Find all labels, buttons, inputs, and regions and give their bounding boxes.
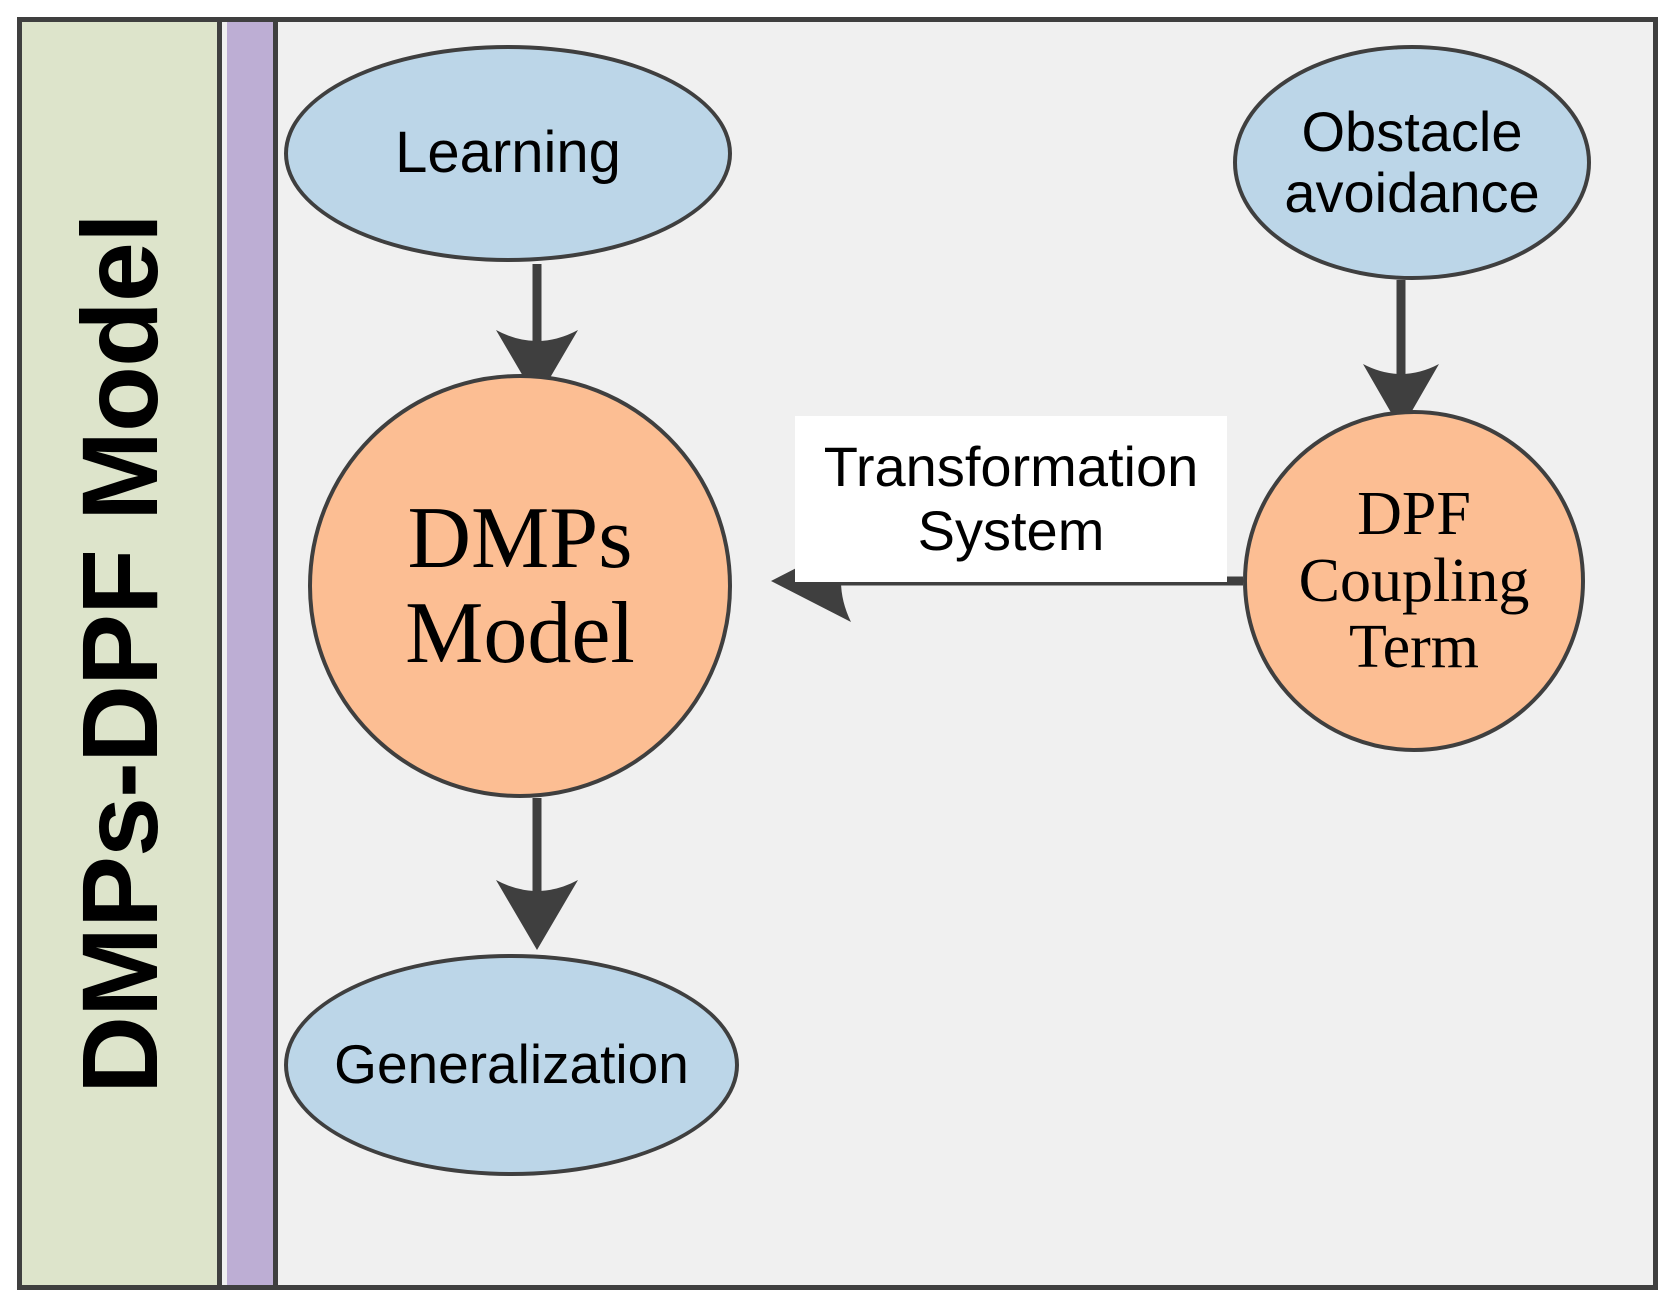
edge-dmps-to-generalization bbox=[496, 798, 578, 950]
node-dmps-model-label: DMPs Model bbox=[405, 489, 635, 682]
sidebar-purple-band bbox=[227, 22, 278, 1285]
edge-label-transformation-system: Transformation System bbox=[795, 416, 1227, 582]
node-generalization-label: Generalization bbox=[334, 1033, 689, 1096]
sidebar-green-band bbox=[22, 22, 222, 1285]
node-obstacle-avoidance-label: Obstacle avoidance bbox=[1284, 100, 1540, 224]
node-dmps-model[interactable]: DMPs Model bbox=[308, 374, 732, 798]
node-generalization[interactable]: Generalization bbox=[284, 954, 739, 1176]
node-dpf-coupling-term[interactable]: DPF Coupling Term bbox=[1243, 410, 1585, 752]
node-obstacle-avoidance[interactable]: Obstacle avoidance bbox=[1233, 45, 1591, 280]
node-learning-label: Learning bbox=[395, 120, 621, 186]
node-dpf-coupling-term-label: DPF Coupling Term bbox=[1298, 479, 1530, 682]
edge-label-transformation-system-text: Transformation System bbox=[823, 434, 1199, 562]
edge-obstacle-to-dpf bbox=[1363, 280, 1439, 430]
node-learning[interactable]: Learning bbox=[284, 45, 732, 262]
diagram-stage: Learning Obstacle avoidance DMPs Model D… bbox=[283, 22, 1653, 1285]
